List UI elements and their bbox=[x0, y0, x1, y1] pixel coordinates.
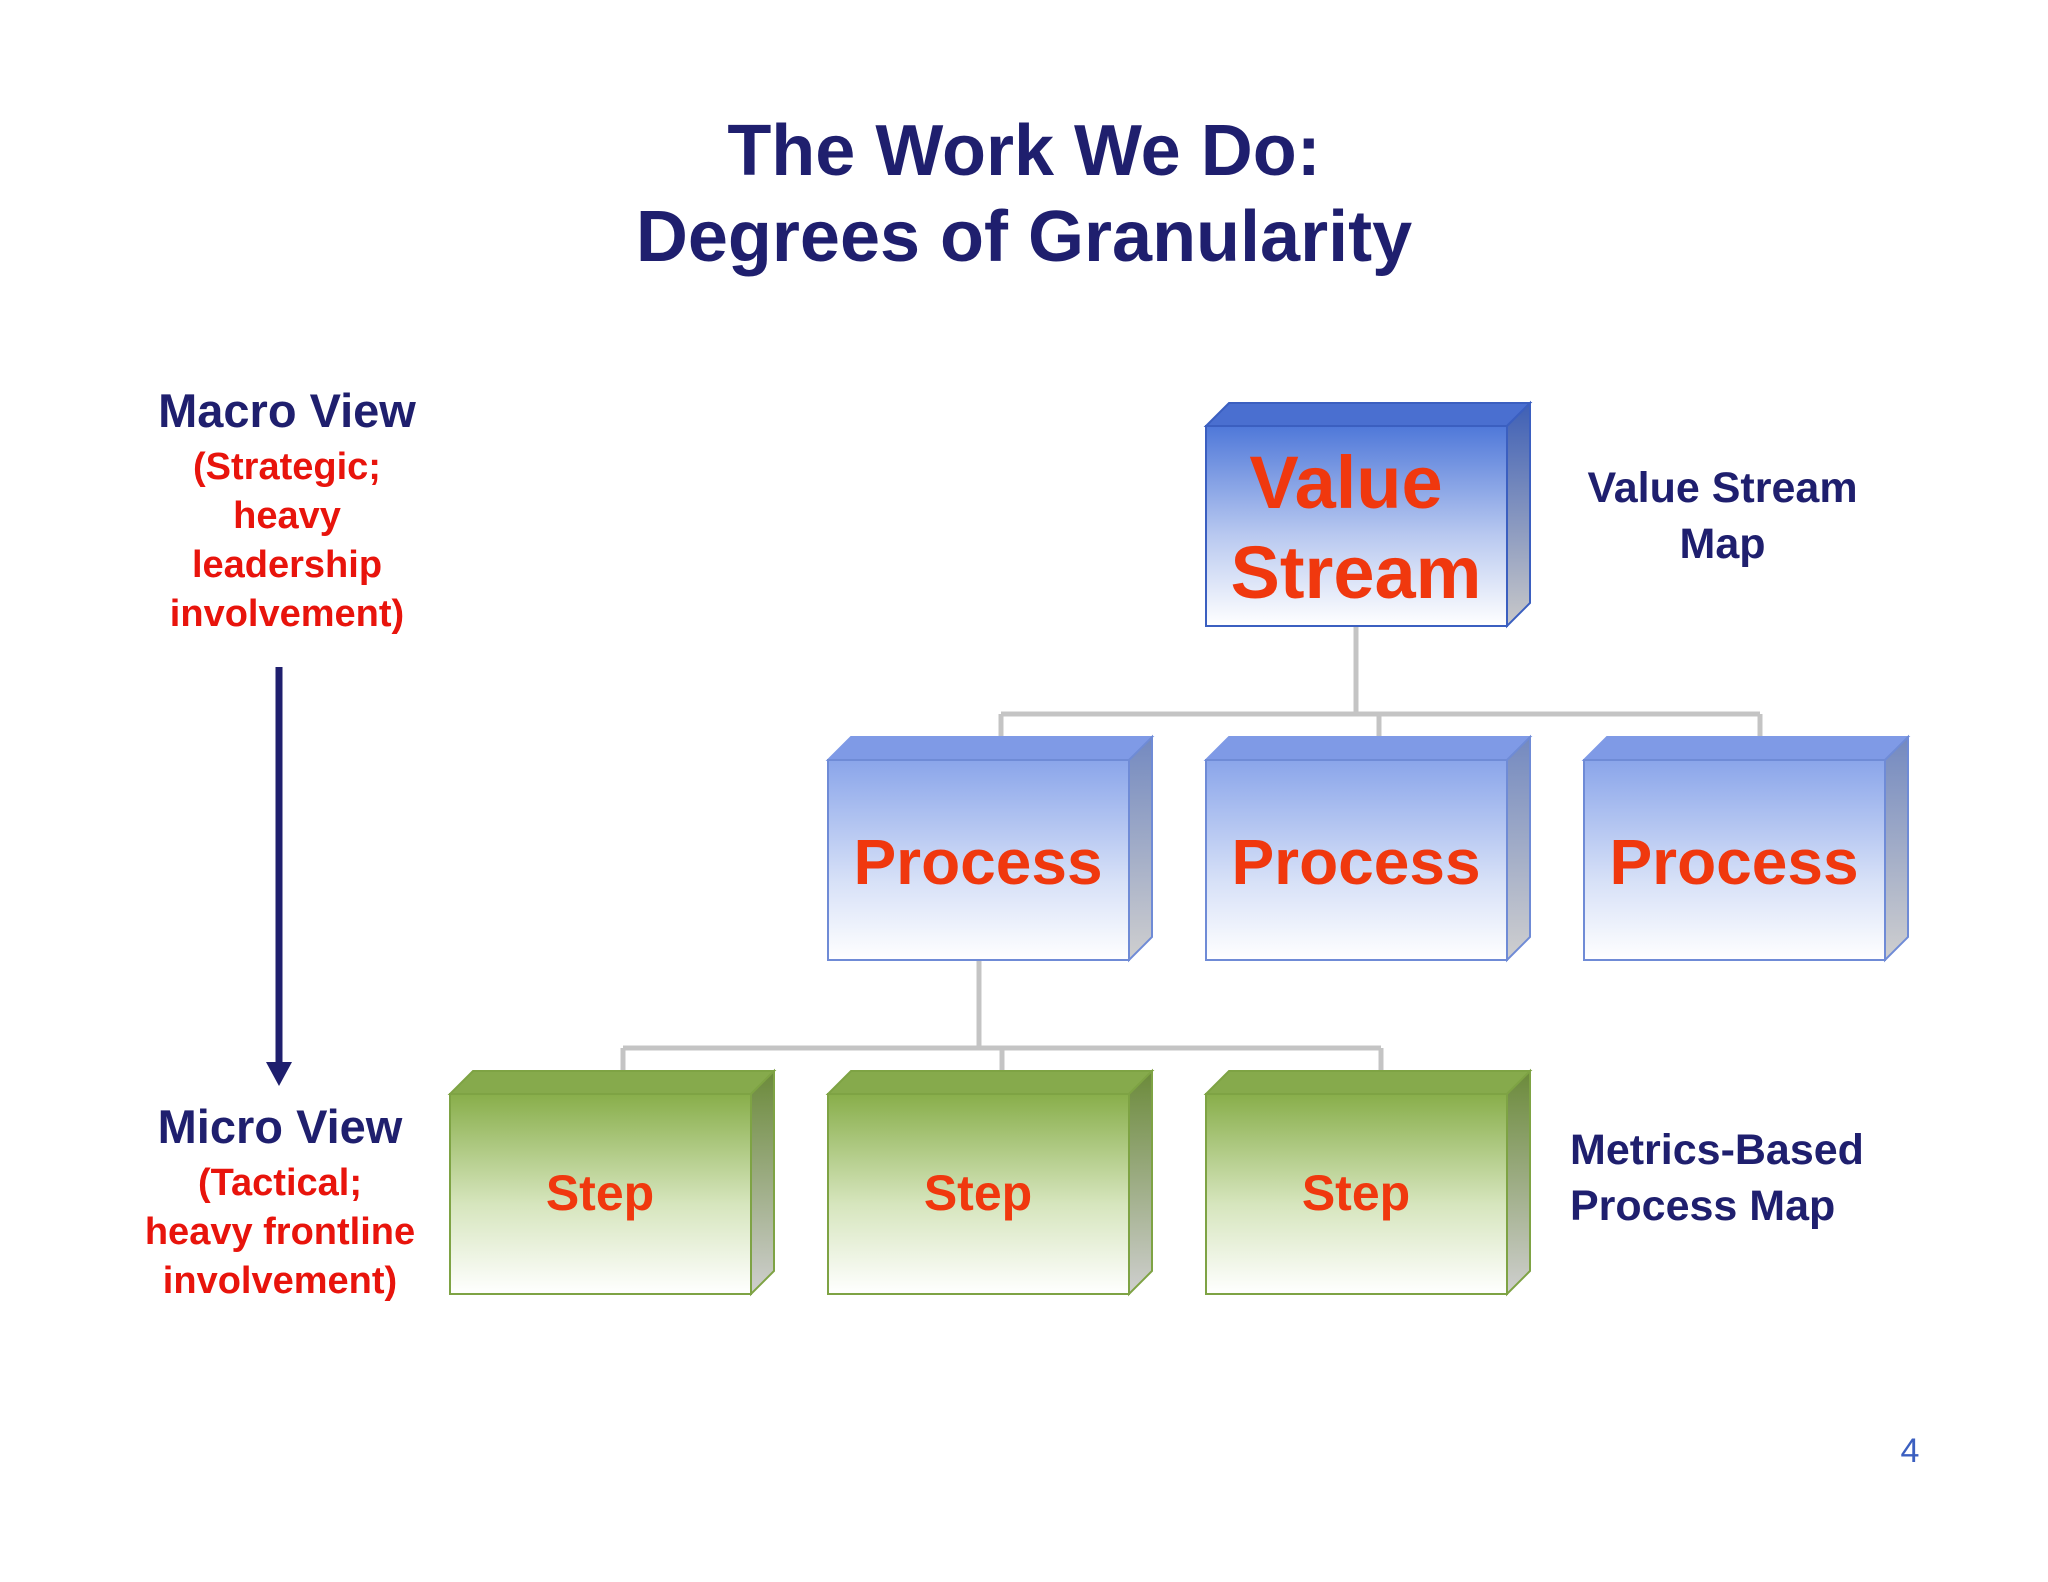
process-label: Process bbox=[1609, 826, 1858, 898]
page-number: 4 bbox=[1900, 1432, 1920, 1470]
micro-view-description: (Tactical; heavy frontline involvement) bbox=[144, 1162, 416, 1302]
page-title: The Work We Do: Degrees of Granularity bbox=[0, 108, 2048, 280]
process-map-label: Metrics-Based Process Map bbox=[1570, 1126, 1864, 1230]
micro-view-heading: Micro View bbox=[157, 1100, 403, 1153]
step-box: Step bbox=[825, 1068, 1155, 1297]
connector-lines bbox=[620, 626, 1763, 1072]
process-label: Process bbox=[853, 826, 1102, 898]
value-stream-box: Value Stream bbox=[1203, 400, 1533, 629]
process-box: Process bbox=[1581, 734, 1911, 963]
title-line-1: The Work We Do: bbox=[727, 111, 1321, 191]
macro-view-heading: Macro View bbox=[158, 384, 416, 437]
value-stream-label-line-2: Stream bbox=[1231, 531, 1482, 614]
process-box: Process bbox=[1203, 734, 1533, 963]
process-label: Process bbox=[1231, 826, 1480, 898]
value-stream-map-label: Value Stream Map bbox=[1587, 464, 1858, 568]
title-line-2: Degrees of Granularity bbox=[635, 197, 1413, 277]
process-box: Process bbox=[825, 734, 1155, 963]
step-label: Step bbox=[1302, 1165, 1410, 1221]
macro-view-description: (Strategic; heavy leadership involvement… bbox=[169, 446, 405, 635]
step-label: Step bbox=[546, 1165, 654, 1221]
step-label: Step bbox=[924, 1165, 1032, 1221]
macro-to-micro-arrow bbox=[266, 667, 292, 1086]
step-box: Step bbox=[1203, 1068, 1533, 1297]
step-box: Step bbox=[447, 1068, 777, 1297]
value-stream-label-line-1: Value bbox=[1249, 441, 1442, 524]
